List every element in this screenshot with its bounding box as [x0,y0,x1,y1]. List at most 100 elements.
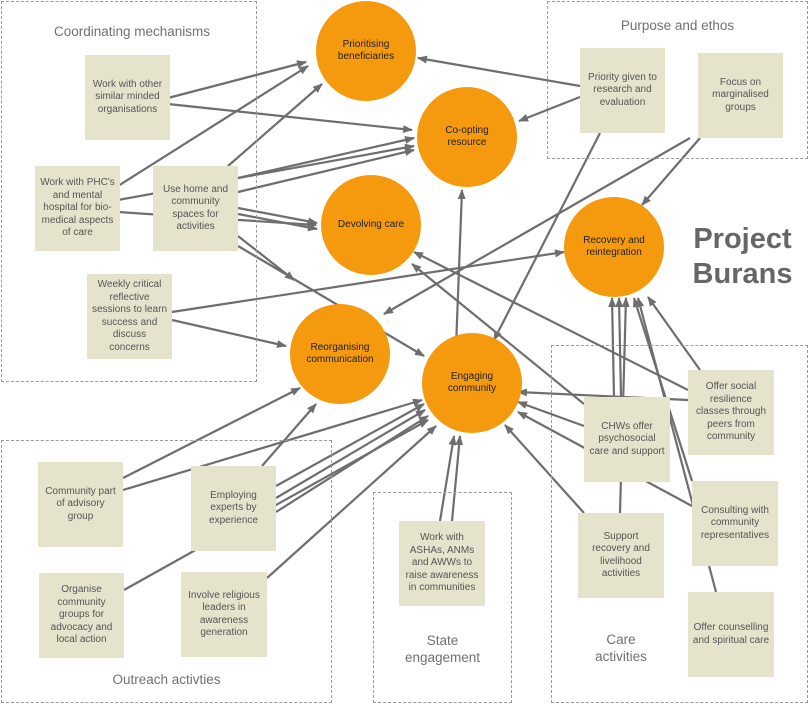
arrow-ashas-to-engaging-2 [450,435,464,522]
activity-text-line: leaders in [202,602,246,613]
group-coordinating-mechanisms-title: Coordinating mechanisms [53,24,211,39]
activity-text-line: spaces for [172,208,219,220]
arrow-groups-to-engaging [123,419,429,591]
group-outreach-activities [1,440,332,703]
arrow-phc-to-prioritising [117,65,309,187]
outcome-text-line: Co-opting [445,124,489,136]
group-care-activities-title-line-1: Care [606,632,636,647]
project-title-line-2: Burans [692,258,793,290]
activity-text-line: Support [603,530,639,542]
arrow-similar-to-coopting [167,102,413,134]
group-state-engagement [373,492,512,703]
activity-text-line: Employing [210,489,257,501]
group-state-engagement-title-line-1: State [426,633,459,648]
outcome-text-line: resource [447,137,487,148]
activity-text-line: resilience [709,393,753,405]
arrow-marginalised-to-reorganising [383,137,691,315]
activity-text-line: ASHAs, ANMs [409,544,475,556]
arrow-weekly-to-reorganising [171,318,287,348]
outcome-text-line: community [447,383,497,394]
activity-text-line: care and support [589,445,665,457]
activity-text-line: Weekly critical [97,279,162,290]
activity-text-line: Consulting with [701,504,769,516]
activity-text-line: classes through [695,406,767,418]
group-state-engagement-title-line-2: engagement [404,650,481,665]
activity-text-line: organisations [97,103,158,115]
arrow-home-to-prioritising [227,83,323,167]
activity-text-line: psychosocial [598,433,656,445]
arrow-home-to-devolving-1 [237,206,318,226]
arrow-home-to-engaging [237,245,425,357]
activity-text-line: similar minded [95,91,160,103]
activity-text-line: and AWWs to [411,557,473,569]
activity-text-line: Involve religious [188,589,260,601]
group-coordinating-mechanisms [1,1,257,382]
activity-text-line: hospital for bio- [43,202,112,214]
activity-text-line: community [171,196,220,207]
activity-text-line: activities [601,568,641,579]
activity-text-line: community [57,596,106,608]
arrow-experts-to-engaging-3 [275,415,429,513]
arrow-advisory-to-reorganising [122,387,301,479]
activity-text-line: local action [56,634,107,646]
outcome-text-line: Devolving care [337,218,405,230]
arrow-religious-to-engaging [266,425,437,579]
activity-text-line: experience [209,514,258,526]
arrow-chw-to-devolving [411,263,585,405]
activity-text-line: Work with other [92,78,163,90]
activity-text-line: Community part [45,485,116,497]
activity-text-line: and mental [52,189,103,201]
activity-text-line: Organise [61,584,102,596]
outcome-text-line: Prioritising [342,38,390,50]
project-title: Project Burans [680,222,805,292]
outcome-text-line: communication [306,354,374,365]
activity-text-line: livelihood [600,555,642,567]
activity-text-line: Use home and [162,183,229,195]
arrow-experts-to-reorganising [261,403,317,467]
activity-text-line: Offer social [705,381,757,393]
activity-text-line: representatives [700,529,770,541]
arrow-home-to-coopting-2 [237,148,415,194]
activity-text-line: groups [725,101,756,113]
group-purpose-and-ethos-title: Purpose and ethos [620,18,735,33]
project-title-line-1: Project [693,223,792,255]
activity-text-line: discuss [112,329,147,340]
activity-text-line: groups for [58,609,105,621]
activity-text-line: advocacy and [50,621,113,633]
activity-text-line: and spiritual care [692,634,770,646]
arrow-chw-to-recovery-1 [608,297,617,398]
activity-text-line: research and [593,84,652,96]
outcome-text-line: beneficiaries [337,51,395,62]
arrow-research-to-coopting [518,95,581,123]
activity-text-line: concerns [109,341,150,353]
activity-text-line: of advisory [56,498,105,510]
arrow-experts-to-engaging-1 [275,403,425,487]
arrow-livelihood-to-engaging [504,424,585,514]
activity-text-line: experts by [210,502,257,514]
activity-text-line: peers from [707,418,755,430]
activity-text-line: sessions to learn [91,304,168,315]
activity-text-line: in communities [408,582,476,594]
activity-text-line: awareness [199,614,249,626]
arrow-experts-to-engaging-2 [275,409,426,499]
arrow-research-to-prioritising [417,55,581,88]
activity-text-line: community [706,431,756,443]
arrow-weekly-to-recovery [171,249,565,314]
outcome-text-line: Engaging [450,370,494,382]
arrow-marginalised-to-recovery [641,137,701,206]
